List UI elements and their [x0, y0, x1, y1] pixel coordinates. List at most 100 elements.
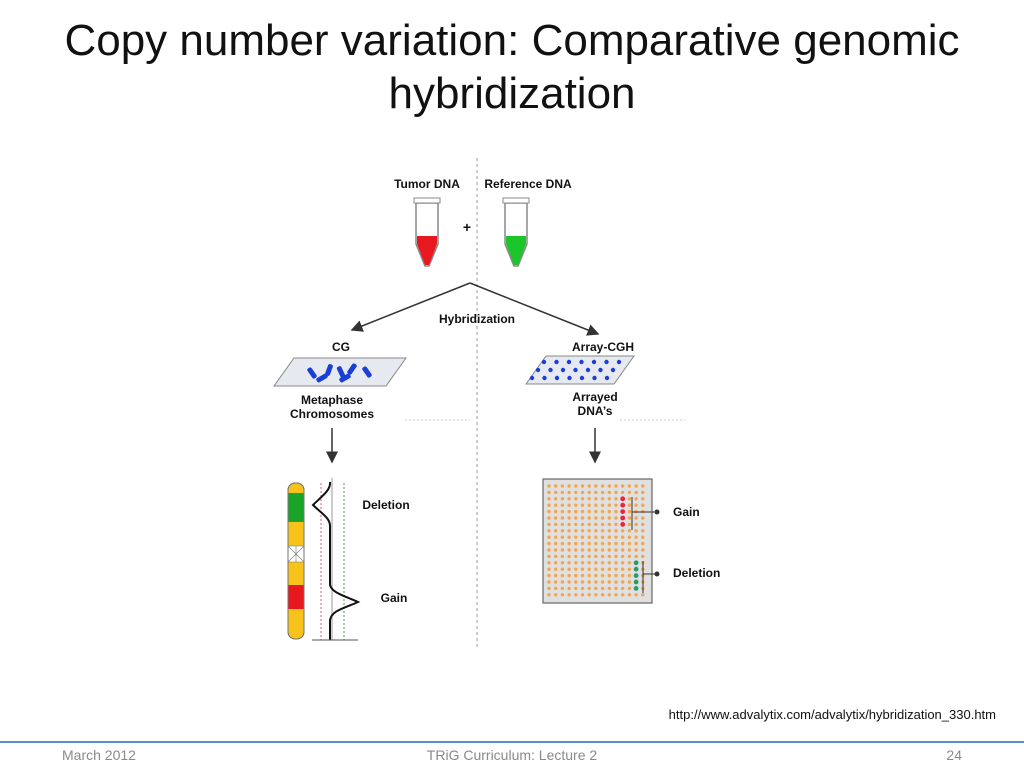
microarray-spot	[627, 535, 632, 539]
microarray-spot	[594, 497, 598, 501]
microarray-spot	[607, 529, 611, 533]
microarray-spot	[567, 535, 571, 539]
microarray-spot	[614, 535, 618, 539]
arrayed-label-line2: DNA’s	[578, 404, 613, 418]
microarray-spot	[620, 496, 626, 502]
chromosome-spot	[362, 366, 372, 378]
microarray-spot	[607, 503, 611, 507]
array-slide-spot	[616, 359, 622, 365]
microarray-spot	[594, 484, 598, 488]
microarray-spot	[574, 484, 578, 488]
tumor-tube	[413, 197, 441, 267]
microarray-spot	[594, 490, 598, 495]
array-slide-spot	[554, 375, 560, 381]
microarray-spot	[567, 541, 571, 546]
microarray-spot	[567, 561, 571, 565]
microarray-spot	[594, 535, 598, 539]
microarray-spot	[547, 554, 551, 559]
microarray-spot	[587, 573, 591, 578]
microarray-spot	[607, 535, 611, 539]
microarray-spot	[621, 573, 625, 578]
source-url[interactable]: http://www.advalytix.com/advalytix/hybri…	[560, 707, 996, 722]
footer-divider	[0, 741, 1024, 743]
microarray-spot	[641, 497, 645, 501]
microarray-spot	[641, 548, 645, 552]
microarray-spot	[547, 586, 551, 591]
microarray-spot	[567, 497, 571, 501]
microarray-spot	[574, 567, 578, 571]
microarray-spot	[621, 586, 625, 591]
microarray-spot	[607, 522, 611, 527]
ratio-profile	[311, 478, 361, 641]
array-slide-spot	[548, 367, 553, 373]
microarray-spot	[614, 554, 618, 559]
array-slide-spot	[598, 367, 603, 373]
chromosome-spot	[339, 373, 351, 383]
microarray-spot	[627, 509, 632, 514]
microarray-spot	[587, 509, 591, 514]
microarray-spot	[580, 586, 585, 591]
microarray-spot	[554, 541, 558, 546]
microarray-spot	[547, 503, 551, 507]
microarray-spot	[600, 535, 605, 539]
microarray-spot	[621, 567, 625, 571]
microarray-spot	[627, 522, 632, 527]
microarray-spot	[560, 541, 565, 546]
microarray-spot	[633, 579, 639, 585]
microarray-spot	[560, 554, 565, 559]
microarray-spot	[641, 593, 645, 597]
microarray-spot	[580, 593, 585, 597]
microarray-spot	[574, 522, 578, 527]
microarray-spot	[600, 580, 605, 584]
microarray-spot	[560, 522, 565, 527]
microarray-spot	[600, 586, 605, 591]
microarray-spot	[621, 529, 625, 533]
microarray-spot	[627, 593, 632, 597]
microarray-spot	[574, 561, 578, 565]
microarray-spot	[547, 522, 551, 527]
array-slide-spot	[585, 367, 591, 373]
microarray-spot	[627, 529, 632, 533]
footer-course: TRiG Curriculum: Lecture 2	[426, 747, 598, 763]
microarray-spot	[600, 484, 605, 488]
microarray-spot	[614, 541, 618, 546]
microarray-spot	[567, 490, 571, 495]
microarray-spot	[594, 580, 598, 584]
chromosome-spot	[336, 366, 346, 378]
array-slide-spot	[604, 375, 610, 381]
microarray-spot	[594, 586, 598, 591]
microarray-spot	[574, 554, 578, 559]
microarray-spot	[560, 561, 565, 565]
microarray-spot	[607, 516, 611, 520]
array-slide-spot	[554, 359, 559, 365]
microarray-spot	[587, 554, 591, 559]
microarray-spot	[634, 522, 638, 527]
microarray-spot	[587, 503, 591, 507]
microarray-spot	[607, 509, 611, 514]
microarray-spot	[554, 567, 558, 571]
microarray-spot	[547, 535, 551, 539]
microarray-spot	[574, 509, 578, 514]
microarray-spot	[560, 529, 565, 533]
array-slide-spot	[566, 359, 572, 365]
microarray-spot	[620, 522, 626, 527]
microarray-spot	[634, 541, 638, 546]
microarray-spot	[641, 554, 645, 559]
microarray-spot	[587, 548, 591, 552]
microarray-spot	[614, 490, 618, 495]
microarray-spot	[580, 516, 585, 520]
chromosome-spot	[307, 367, 317, 379]
microarray-spot	[600, 573, 605, 578]
microarray-spot	[621, 554, 625, 559]
tumor-dna-label: Tumor DNA	[394, 177, 460, 191]
source-url-text[interactable]: http://www.advalytix.com/advalytix/hybri…	[668, 707, 996, 722]
microarray-spot	[580, 535, 585, 539]
microarray-spot	[634, 503, 638, 507]
microarray-spot	[600, 529, 605, 533]
microarray-spot	[560, 535, 565, 539]
microarray-spot	[587, 484, 591, 488]
array-cgh-label: Array-CGH	[572, 340, 634, 354]
microarray-spot	[580, 522, 585, 527]
microarray-spot	[560, 573, 565, 578]
array-slide-spot	[610, 367, 616, 373]
